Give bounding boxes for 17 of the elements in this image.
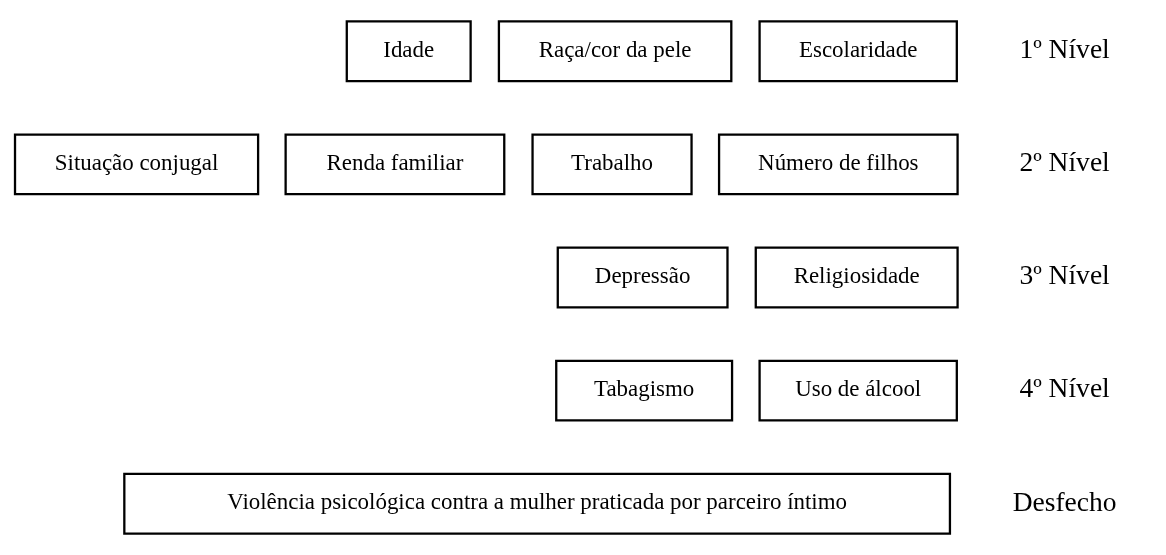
label: 3º Nível (1019, 259, 1110, 291)
label: 2º Nível (1019, 146, 1110, 178)
node-box: Uso de álcool (758, 359, 958, 422)
label: Desfecho (1012, 485, 1117, 517)
node-box: Raça/cor da pele (497, 20, 733, 83)
node-box: Número de filhos (717, 133, 959, 196)
label: 4º Nível (1019, 372, 1110, 404)
node-box: Idade (345, 20, 472, 83)
node-box: Religiosidade (754, 246, 959, 309)
node-box: Renda familiar (284, 133, 506, 196)
node-box: Escolaridade (758, 20, 958, 83)
node-box: Situação conjugal (13, 133, 260, 196)
node-box: Trabalho (531, 133, 693, 196)
label: 1º Nível (1019, 32, 1110, 64)
node-box: Tabagismo (555, 359, 734, 422)
node-box: Depressão (556, 246, 729, 309)
node-box: Violência psicológica contra a mulher praticada por parceiro íntimo (123, 472, 952, 535)
